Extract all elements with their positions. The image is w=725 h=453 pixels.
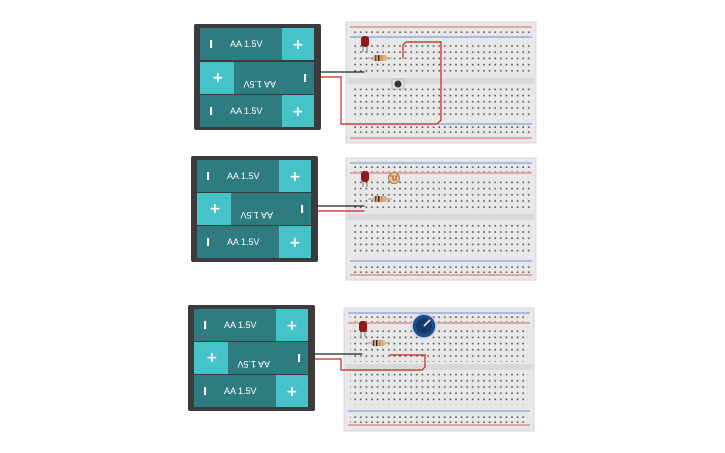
positive-terminal-symbol: +	[292, 104, 304, 120]
wires	[314, 353, 426, 371]
battery-pack[interactable]: I AA 1.5V + + AA 1.5V I I AA 1.5V +	[191, 156, 318, 262]
breadboard[interactable]	[345, 157, 537, 281]
battery-cell[interactable]: I AA 1.5V +	[197, 160, 311, 192]
battery-label: AA 1.5V	[227, 237, 260, 247]
circuit-photoresistor: I AA 1.5V + + AA 1.5V I I AA 1.5V +	[191, 156, 537, 281]
battery-label: AA 1.5V	[224, 320, 257, 330]
resistor[interactable]	[366, 340, 390, 346]
potentiometer[interactable]	[411, 313, 437, 339]
resistor[interactable]	[368, 196, 392, 202]
red-wire	[320, 41, 442, 125]
battery-cell[interactable]: I AA 1.5V +	[194, 375, 308, 407]
negative-terminal-symbol: I	[203, 385, 207, 398]
battery-cell-flipped[interactable]: + AA 1.5V I	[197, 193, 311, 225]
battery-cell[interactable]: I AA 1.5V +	[200, 95, 314, 127]
wires	[317, 205, 365, 212]
pushbutton[interactable]	[391, 78, 405, 90]
battery-label: AA 1.5V	[224, 386, 257, 396]
wires	[320, 41, 442, 125]
positive-terminal-symbol: +	[286, 384, 298, 400]
battery-label: AA 1.5V	[237, 359, 270, 369]
battery-cell[interactable]: I AA 1.5V +	[197, 226, 311, 258]
positive-terminal-symbol: +	[286, 318, 298, 334]
battery-pack[interactable]: I AA 1.5V + + AA 1.5V I I AA 1.5V +	[194, 24, 321, 130]
negative-terminal-symbol: I	[297, 352, 301, 365]
negative-terminal-symbol: I	[209, 105, 213, 118]
resistor[interactable]	[368, 55, 392, 61]
positive-terminal-symbol: +	[289, 235, 301, 251]
led[interactable]	[361, 36, 369, 52]
led[interactable]	[361, 171, 369, 187]
negative-terminal-symbol: I	[303, 72, 307, 85]
photoresistor[interactable]	[388, 172, 400, 184]
circuit-pushbutton: I AA 1.5V + + AA 1.5V I I AA 1.5V +	[194, 21, 537, 144]
battery-pack[interactable]: I AA 1.5V + + AA 1.5V I I AA 1.5V +	[188, 305, 315, 411]
positive-terminal-symbol: +	[289, 169, 301, 185]
battery-label: AA 1.5V	[230, 39, 263, 49]
battery-cell-flipped[interactable]: + AA 1.5V I	[200, 62, 314, 94]
negative-terminal-symbol: I	[209, 38, 213, 51]
red-wire	[314, 354, 426, 371]
positive-terminal-symbol: +	[209, 201, 221, 217]
battery-label: AA 1.5V	[243, 79, 276, 89]
circuit-potentiometer: I AA 1.5V + + AA 1.5V I I AA 1.5V +	[188, 305, 535, 432]
negative-terminal-symbol: I	[206, 170, 210, 183]
led[interactable]	[359, 321, 367, 337]
negative-terminal-symbol: I	[206, 236, 210, 249]
positive-terminal-symbol: +	[206, 350, 218, 366]
positive-terminal-symbol: +	[212, 70, 224, 86]
battery-cell[interactable]: I AA 1.5V +	[194, 309, 308, 341]
negative-terminal-symbol: I	[203, 319, 207, 332]
positive-terminal-symbol: +	[292, 37, 304, 53]
battery-label: AA 1.5V	[240, 210, 273, 220]
battery-cell-flipped[interactable]: + AA 1.5V I	[194, 342, 308, 374]
battery-label: AA 1.5V	[227, 171, 260, 181]
negative-terminal-symbol: I	[300, 203, 304, 216]
battery-cell[interactable]: I AA 1.5V +	[200, 28, 314, 60]
battery-label: AA 1.5V	[230, 106, 263, 116]
